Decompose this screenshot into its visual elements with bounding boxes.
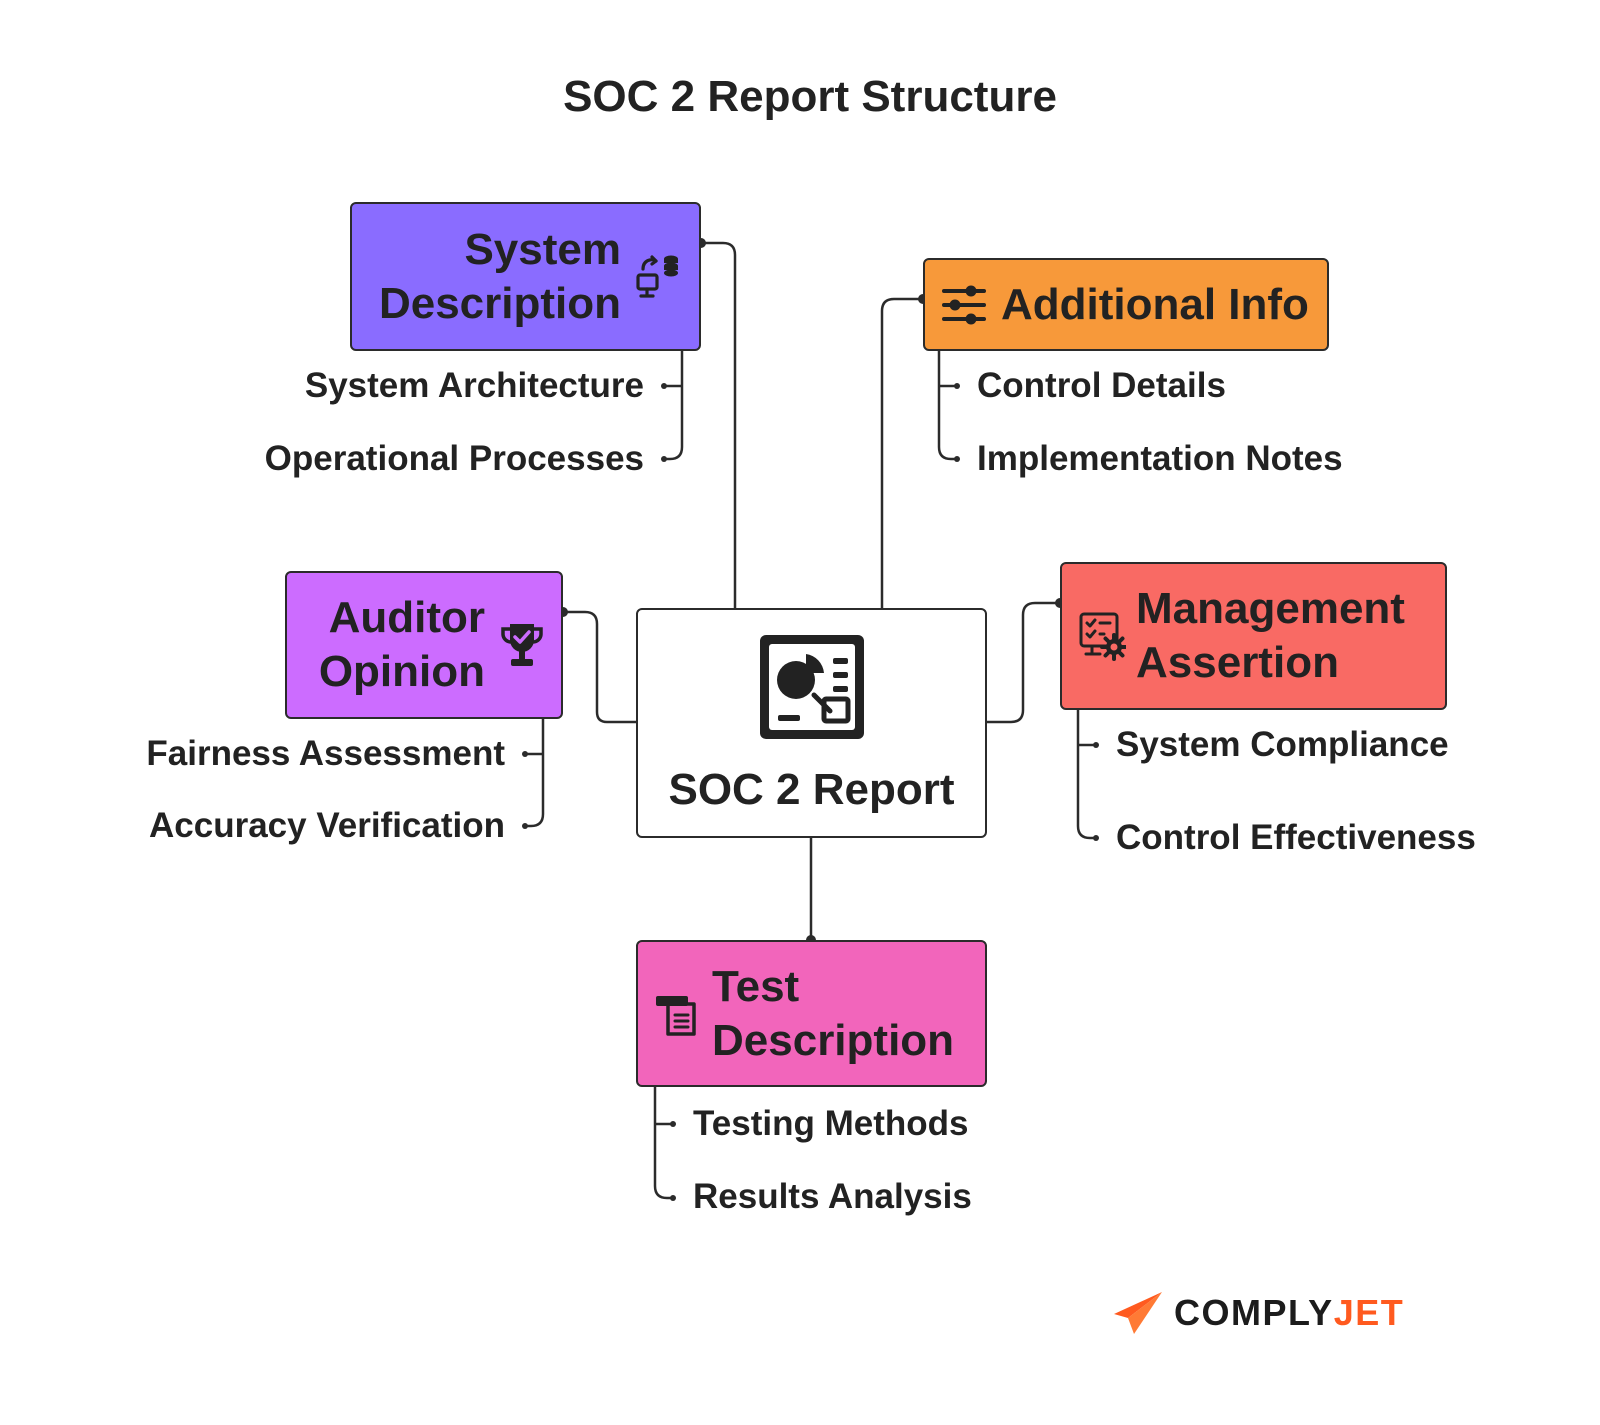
- complyjet-brand: COMPLYJET: [1112, 1290, 1404, 1336]
- soc2-report-center-node: SOC 2 Report: [636, 608, 987, 838]
- leaf-operational-processes: Operational Processes: [264, 439, 644, 478]
- test-description-node: Test Description: [636, 940, 987, 1087]
- leaf-control-details: Control Details: [977, 366, 1226, 405]
- sliders-icon: [942, 285, 986, 324]
- leaf-control-effectiveness: Control Effectiveness: [1116, 818, 1476, 857]
- brand-name: COMPLYJET: [1174, 1292, 1405, 1333]
- additional-info-title: Additional Info: [1001, 279, 1309, 329]
- system-database-icon: [636, 254, 678, 298]
- auditor-opinion-title: Auditor Opinion: [318, 593, 485, 696]
- leaf-results-analysis: Results Analysis: [693, 1177, 972, 1216]
- leaf-accuracy-verification: Accuracy Verification: [149, 806, 505, 845]
- leaf-testing-methods: Testing Methods: [693, 1104, 969, 1143]
- leaf-system-architecture: System Architecture: [304, 366, 644, 405]
- leaf-system-compliance: System Compliance: [1116, 725, 1449, 764]
- system-description-node: System Description: [350, 202, 701, 351]
- center-label: SOC 2 Report: [668, 765, 955, 814]
- leaf-implementation-notes: Implementation Notes: [977, 439, 1343, 478]
- checklist-gear-icon: [1079, 612, 1126, 661]
- leaf-fairness-assessment: Fairness Assessment: [146, 734, 505, 773]
- system-description-title: System Description: [378, 224, 621, 328]
- management-assertion-title: Management Assertion: [1136, 584, 1405, 687]
- diagram-title: SOC 2 Report Structure: [563, 72, 1057, 121]
- paper-plane-icon: [1114, 1292, 1162, 1334]
- test-description-title: Test Description: [712, 961, 955, 1065]
- trophy-check-icon: [501, 624, 543, 666]
- additional-info-node: Additional Info: [923, 258, 1329, 351]
- auditor-opinion-node: Auditor Opinion: [285, 571, 563, 719]
- document-list-icon: [656, 995, 696, 1036]
- management-assertion-node: Management Assertion: [1060, 562, 1447, 710]
- report-dashboard-icon: [759, 635, 864, 739]
